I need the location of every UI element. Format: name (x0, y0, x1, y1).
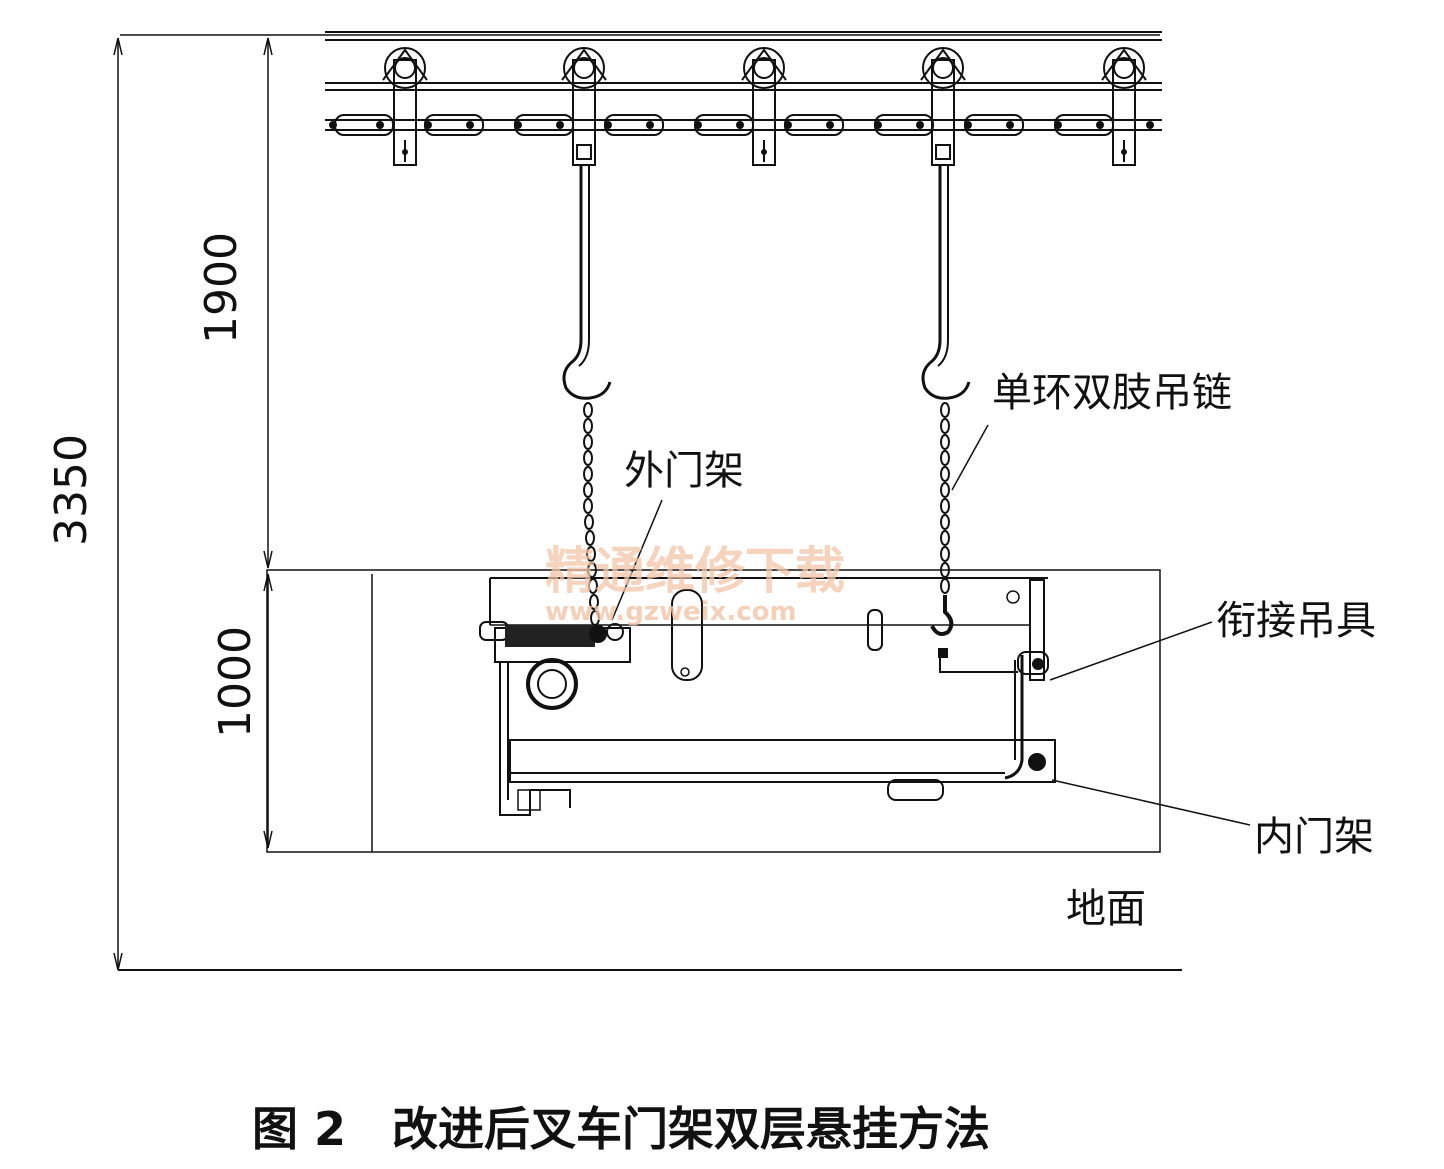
trolley (920, 47, 966, 166)
dimension-lower-label: 1000 (210, 626, 261, 738)
trolley (741, 47, 787, 166)
label-inner-mast: 内门架 (1254, 814, 1374, 860)
label-ground: 地面 (1066, 886, 1146, 932)
chain-left (583, 402, 600, 626)
dimension-lower (263, 573, 273, 849)
watermark-url: www.gzweix.com (545, 597, 797, 627)
conveyor-chain (325, 114, 1162, 136)
trolley (1101, 47, 1147, 166)
trolley (561, 47, 607, 166)
conveyor-track (325, 31, 1162, 91)
dimension-total (113, 34, 1182, 971)
inner-mast (499, 739, 1056, 816)
dimension-total-label: 3350 (46, 434, 97, 546)
dimension-upper (263, 37, 273, 569)
label-outer-mast: 外门架 (624, 448, 744, 494)
chain-right (940, 402, 950, 594)
trolley (382, 47, 428, 166)
watermark-title: 精通维修下载 (545, 541, 845, 600)
dimension-upper-label: 1900 (196, 232, 247, 344)
mast-envelope (266, 569, 1161, 853)
hanger-rod-right (921, 165, 971, 400)
leader-lines (611, 424, 1251, 826)
outer-mast (479, 577, 1048, 800)
label-chain: 单环双肢吊链 (992, 370, 1232, 416)
label-connector: 衔接吊具 (1216, 598, 1376, 644)
connector-sling (1004, 651, 1049, 780)
chain-hook-right (930, 595, 954, 636)
figure-caption: 图 2 改进后叉车门架双层悬挂方法 (252, 1102, 990, 1156)
hanger-rod-left (562, 165, 612, 400)
